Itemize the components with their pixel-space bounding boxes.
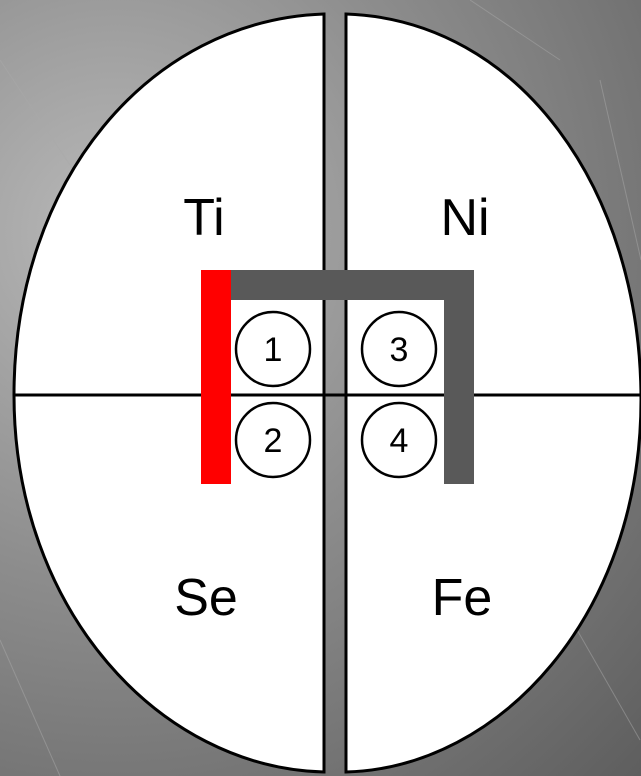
gray-bracket-top	[216, 270, 474, 300]
gray-bracket-right	[444, 270, 474, 484]
circle-2-label: 2	[264, 422, 283, 460]
quadrant-label-top-right: Ni	[440, 189, 489, 247]
circle-4-label: 4	[390, 422, 409, 460]
circle-3-label: 3	[390, 331, 409, 369]
left-hemisphere	[14, 14, 324, 772]
circle-1-label: 1	[264, 331, 283, 369]
quadrant-label-top-left: Ti	[183, 189, 224, 247]
right-hemisphere	[346, 14, 641, 772]
quadrant-label-bottom-left: Se	[174, 569, 238, 627]
quadrant-label-bottom-right: Fe	[432, 569, 493, 627]
red-bar	[201, 270, 231, 484]
